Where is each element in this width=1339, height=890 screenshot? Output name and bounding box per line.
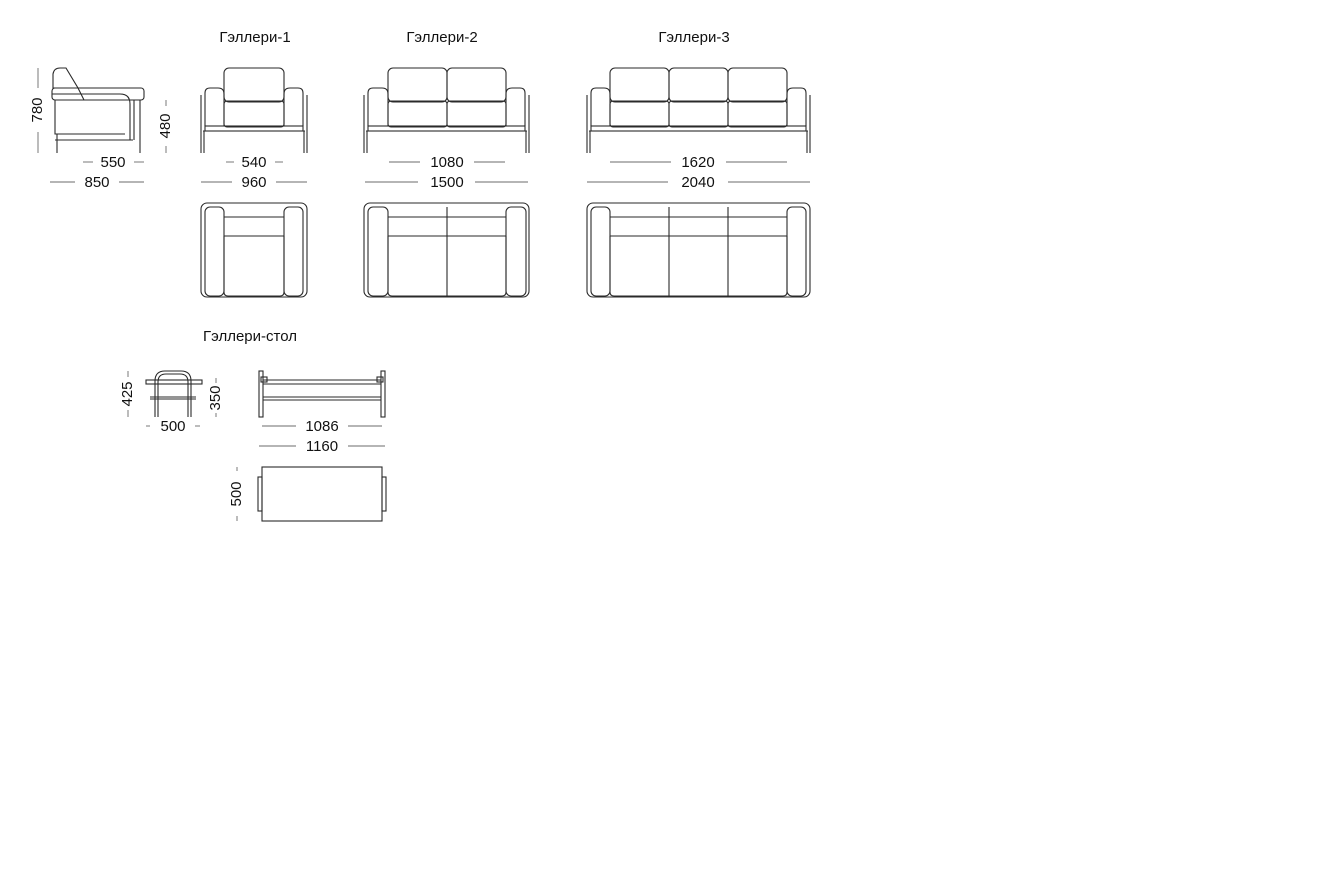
dim-table-inner-width-label: 1086 <box>305 418 338 435</box>
dim-side-depth-label: 850 <box>84 174 109 191</box>
dim-side-depth-inner-label: 550 <box>100 154 125 171</box>
dim-table-height-label: 425 <box>119 381 136 406</box>
dim-table-depth-label: 500 <box>160 418 185 435</box>
sofa1-front-view <box>200 67 308 153</box>
dim-table-shelf-height: 350 <box>207 378 224 417</box>
sofa3-front-view <box>586 67 811 153</box>
title-sofa2: Гэллери-2 <box>406 29 477 46</box>
dim-sofa1-seat-width-label: 540 <box>241 154 266 171</box>
dim-side-depth-inner: 550 <box>83 154 144 171</box>
dim-table-width-label: 1160 <box>306 438 338 455</box>
sofa3-top-view <box>586 202 811 298</box>
dim-table-height: 425 <box>119 371 136 417</box>
dim-seat-height-label: 480 <box>157 113 174 138</box>
dim-table-depth: 500 <box>146 418 200 435</box>
dim-sofa1-width-label: 960 <box>241 174 266 191</box>
dim-sofa1-width: 960 <box>201 174 307 191</box>
dim-table-top-depth: 500 <box>228 467 245 521</box>
dim-sofa3-width: 2040 <box>587 174 810 191</box>
sofa2-top-view <box>363 202 530 298</box>
dim-sofa2-width: 1500 <box>365 174 528 191</box>
dim-sofa3-width-label: 2040 <box>681 174 714 191</box>
dim-sofa2-width-label: 1500 <box>430 174 463 191</box>
title-sofa3: Гэллери-3 <box>658 29 729 46</box>
dim-side-height: 780 <box>29 68 46 153</box>
sofa-side-view <box>51 67 145 153</box>
table-top-view <box>257 466 387 522</box>
dim-sofa2-seat-width-label: 1080 <box>430 154 463 171</box>
dim-table-shelf-height-label: 350 <box>207 385 224 410</box>
title-table: Гэллери-стол <box>203 328 297 345</box>
sofa1-top-view <box>200 202 308 298</box>
table-side-view <box>145 370 203 417</box>
dim-table-width: 1160 <box>259 438 385 455</box>
sofa2-front-view <box>363 67 530 153</box>
title-sofa1: Гэллери-1 <box>219 29 290 46</box>
dim-side-height-label: 780 <box>29 97 46 122</box>
dim-sofa3-seat-width-label: 1620 <box>681 154 714 171</box>
dim-table-inner-width: 1086 <box>262 418 382 435</box>
dim-table-top-depth-label: 500 <box>228 481 245 506</box>
table-front-view <box>258 370 386 418</box>
dim-seat-height: 480 <box>157 100 174 153</box>
dim-sofa2-seat-width: 1080 <box>389 154 505 171</box>
dim-side-depth: 850 <box>50 174 144 191</box>
dim-sofa1-seat-width: 540 <box>226 154 283 171</box>
dim-sofa3-seat-width: 1620 <box>610 154 787 171</box>
